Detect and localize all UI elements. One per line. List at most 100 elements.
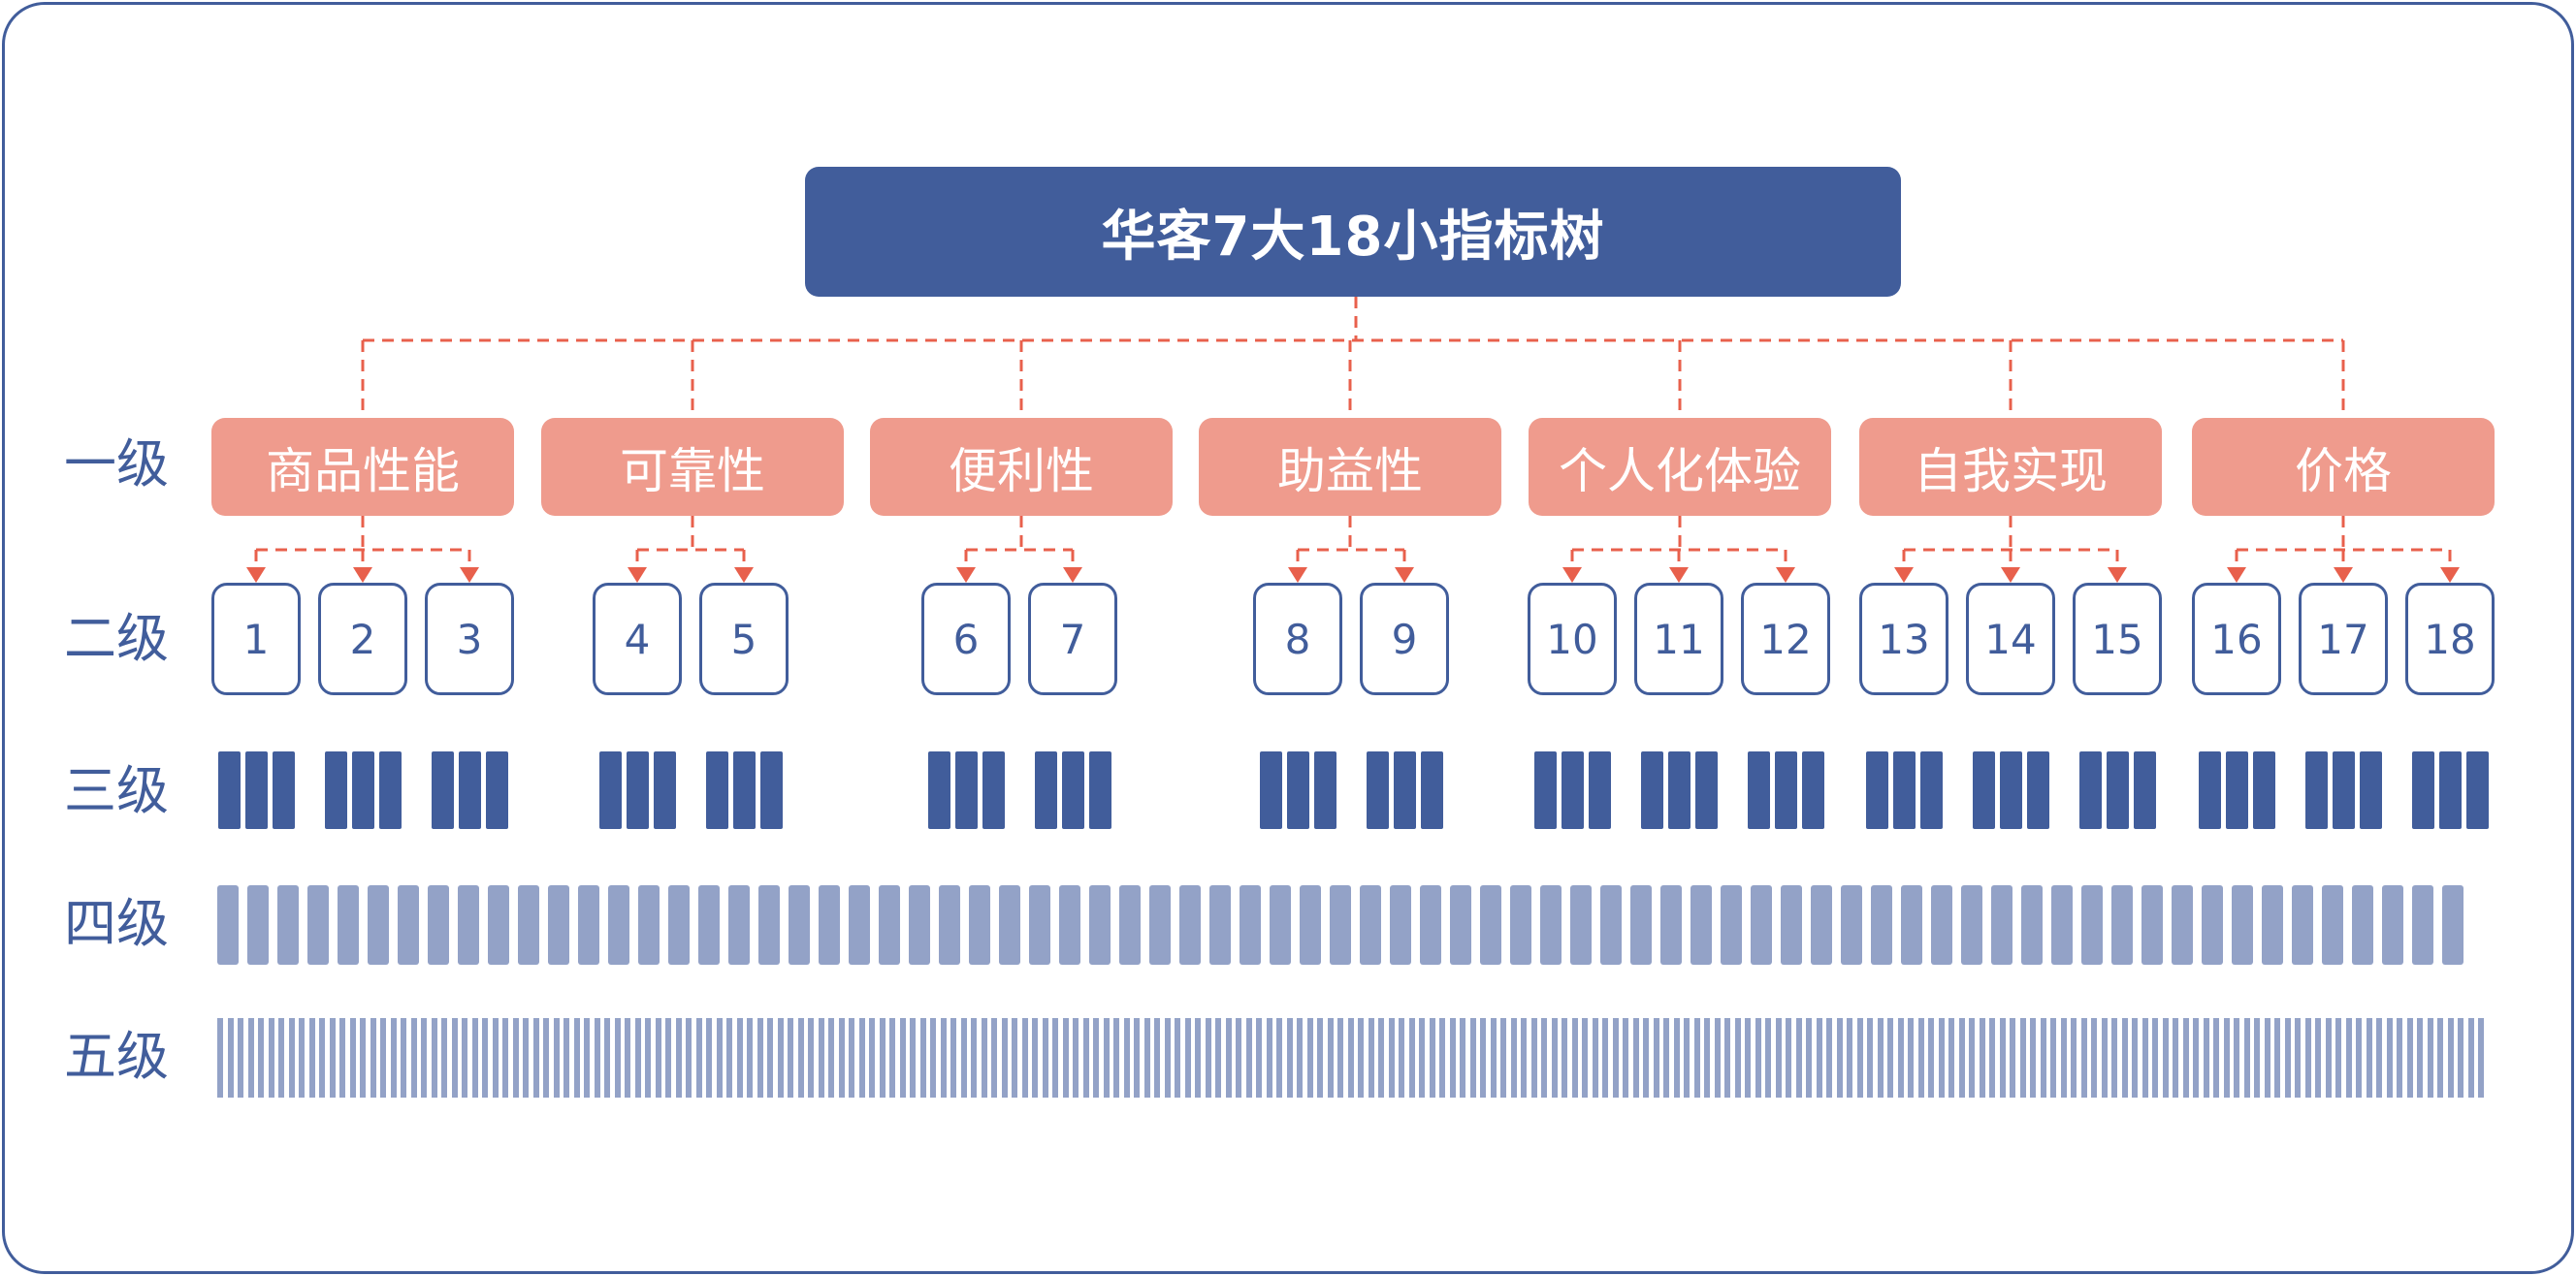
level-4-block <box>1149 885 1171 965</box>
level-4-block <box>277 885 299 965</box>
level-4-block <box>2322 885 2343 965</box>
level-label-3: 三级 <box>64 760 169 821</box>
level-4-block <box>2232 885 2253 965</box>
level-5-block <box>2030 1018 2036 1098</box>
level-5-block <box>695 1018 702 1098</box>
level-5-block <box>889 1018 895 1098</box>
level-5-block <box>2376 1018 2382 1098</box>
level-3-block <box>2304 751 2328 829</box>
level-5-block <box>462 1018 467 1098</box>
level-4-block <box>338 885 359 965</box>
level-5-block <box>1693 1018 1700 1098</box>
level-4-block <box>819 885 840 965</box>
level-5-block <box>1755 1018 1761 1098</box>
level-5-block <box>614 1018 621 1098</box>
level-4-block <box>217 885 239 965</box>
level-3-block <box>351 751 374 829</box>
level-5-block <box>1286 1018 1293 1098</box>
level-5-block <box>981 1018 987 1098</box>
level-5-block <box>1154 1018 1160 1098</box>
level-5-block <box>2274 1018 2280 1098</box>
level-5-block <box>2386 1018 2393 1098</box>
level-5-block <box>1388 1018 1395 1098</box>
level-3-block <box>1034 751 1057 829</box>
level-5-block <box>869 1018 875 1098</box>
level-3-block <box>1865 751 1888 829</box>
level-5-block <box>299 1018 305 1098</box>
level-5-block <box>818 1018 824 1098</box>
level-4-block <box>2262 885 2283 965</box>
level-3-block <box>324 751 347 829</box>
level-3-block <box>705 751 728 829</box>
level-5-block <box>1449 1018 1456 1098</box>
level-5-block <box>2040 1018 2046 1098</box>
level-5-block <box>757 1018 763 1098</box>
level-5-block <box>492 1018 499 1098</box>
level-5-block <box>543 1018 549 1098</box>
level-5-block <box>849 1018 854 1098</box>
level-5-block <box>960 1018 967 1098</box>
level-4-block <box>1270 885 1291 965</box>
level-5-block <box>258 1018 264 1098</box>
level-3-block <box>653 751 676 829</box>
level-5-block <box>858 1018 865 1098</box>
level-5-block <box>1602 1018 1608 1098</box>
level-2-node: 11 <box>1634 583 1723 695</box>
level-4-block <box>1089 885 1111 965</box>
level-5-block <box>1582 1018 1588 1098</box>
level-5-block <box>1225 1018 1232 1098</box>
level-5-block <box>1989 1018 1995 1098</box>
level-3-block <box>1919 751 1943 829</box>
level-5-block <box>1236 1018 1241 1098</box>
level-4-block <box>518 885 539 965</box>
level-4-block <box>488 885 509 965</box>
level-5-block <box>471 1018 478 1098</box>
level-3-block <box>1533 751 1557 829</box>
level-5-block <box>950 1018 956 1098</box>
level-5-block <box>1306 1018 1313 1098</box>
level-5-block <box>1938 1018 1945 1098</box>
level-4-block <box>2292 885 2313 965</box>
level-5-block <box>777 1018 784 1098</box>
level-3-block <box>626 751 649 829</box>
level-5-block <box>1856 1018 1863 1098</box>
level-2-node: 12 <box>1741 583 1830 695</box>
level-5-block <box>410 1018 417 1098</box>
level-4-block <box>578 885 599 965</box>
level-5-block <box>2295 1018 2301 1098</box>
level-5-block <box>1429 1018 1435 1098</box>
level-5-block <box>1245 1018 1252 1098</box>
level-5-block <box>1021 1018 1028 1098</box>
level-5-block <box>1042 1018 1048 1098</box>
level-4-block <box>758 885 780 965</box>
level-4-block <box>2382 885 2403 965</box>
level-5-block <box>1571 1018 1578 1098</box>
level-2-node: 10 <box>1528 583 1617 695</box>
level-2-node: 4 <box>593 583 682 695</box>
level-5-block <box>706 1018 712 1098</box>
level-5-block <box>523 1018 529 1098</box>
level-3-block <box>1972 751 1995 829</box>
level-5-block <box>1490 1018 1497 1098</box>
level-4-block <box>2051 885 2073 965</box>
level-4-block <box>2442 885 2463 965</box>
level-5-block <box>1001 1018 1008 1098</box>
level-5-block <box>930 1018 936 1098</box>
level-5-block <box>1969 1018 1975 1098</box>
level-5-block <box>1256 1018 1262 1098</box>
level-5-block <box>747 1018 753 1098</box>
level-2-node: 9 <box>1360 583 1449 695</box>
level-5-block <box>1460 1018 1465 1098</box>
category-node: 可靠性 <box>541 418 844 516</box>
level-3-block <box>272 751 295 829</box>
level-2-node: 13 <box>1859 583 1948 695</box>
category-node: 个人化体验 <box>1529 418 1831 516</box>
level-3-block <box>759 751 783 829</box>
level-4-block <box>638 885 660 965</box>
level-3-block <box>2078 751 2102 829</box>
level-5-block <box>1337 1018 1343 1098</box>
level-4-block <box>608 885 629 965</box>
level-5-block <box>2234 1018 2239 1098</box>
level-3-block <box>1892 751 1916 829</box>
level-5-block <box>2478 1018 2484 1098</box>
